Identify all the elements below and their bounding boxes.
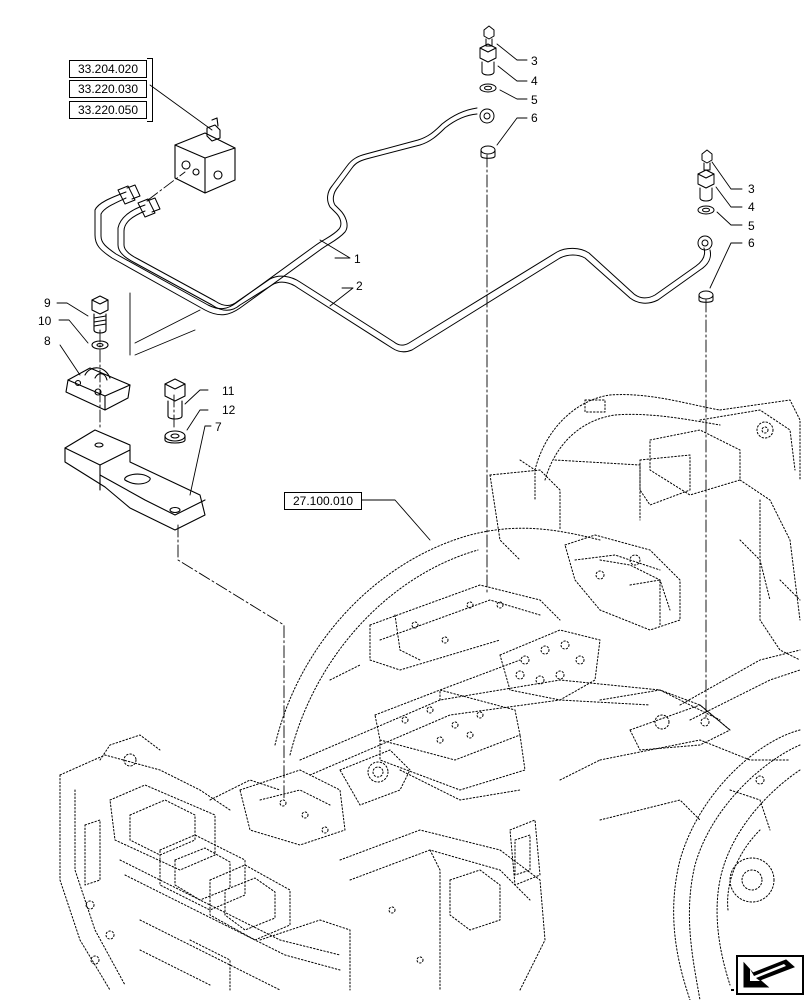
ref-box-33-220-030: 33.220.030	[69, 80, 147, 98]
callout-10: 10	[38, 314, 52, 328]
background-assembly	[59, 394, 801, 1000]
banjo-bolt-set-right	[697, 149, 715, 303]
tube-2	[117, 204, 711, 353]
callout-9: 9	[44, 296, 51, 310]
ref-box-33-204-020: 33.204.020	[69, 60, 147, 78]
callout-3-right: 3	[748, 182, 755, 196]
ref-box-27-100-010: 27.100.010	[284, 492, 362, 510]
callout-8: 8	[44, 334, 51, 348]
page-mark	[731, 989, 734, 991]
alignment-lines	[99, 154, 707, 801]
callout-1: 1	[354, 252, 361, 266]
tube-fittings	[117, 108, 713, 251]
valve-block	[174, 117, 236, 194]
ref-box-33-220-050: 33.220.050	[69, 101, 147, 119]
bolt-and-washer	[164, 378, 186, 444]
callout-7: 7	[215, 420, 222, 434]
arrow-icon	[743, 959, 795, 988]
leader-lines	[56, 43, 743, 541]
ref-group-bracket	[147, 58, 153, 122]
callout-2: 2	[356, 279, 363, 293]
callout-4-right: 4	[748, 200, 755, 214]
banjo-bolt-set-top	[479, 25, 497, 159]
callout-12: 12	[222, 403, 236, 417]
callout-5-right: 5	[748, 219, 755, 233]
callout-4-top: 4	[531, 74, 538, 88]
navigation-button[interactable]	[736, 955, 804, 995]
callout-11: 11	[222, 384, 235, 398]
callout-6-right: 6	[748, 236, 755, 250]
callout-5-top: 5	[531, 93, 538, 107]
callout-3-top: 3	[531, 54, 538, 68]
tube-clamp	[65, 295, 131, 411]
callout-6-top: 6	[531, 111, 538, 125]
tube-1	[94, 107, 478, 316]
mounting-bracket	[64, 429, 206, 531]
